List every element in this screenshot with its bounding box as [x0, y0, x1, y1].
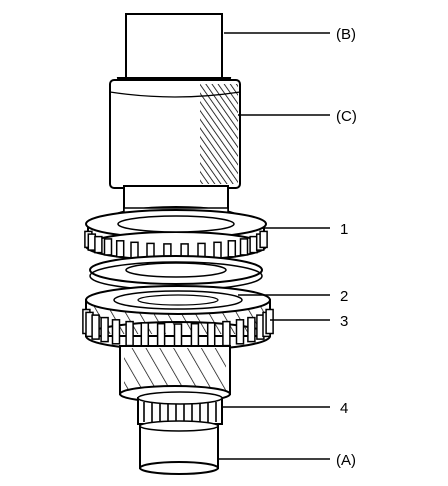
label-3: 3 [340, 313, 348, 330]
gear-3-tooth [190, 322, 200, 349]
gear-1-tooth [259, 230, 268, 249]
label-C: (C) [336, 108, 357, 125]
gear-3-tooth [156, 322, 166, 349]
label-2: 2 [340, 288, 348, 305]
installer-tool [109, 79, 241, 211]
thrust-washer-2 [89, 255, 263, 291]
gear-3-tooth [100, 316, 109, 343]
gear-1-tooth [103, 238, 113, 256]
gear-3-tooth [173, 323, 183, 349]
gear-1-tooth [227, 240, 237, 258]
gear-3-tooth [222, 320, 231, 347]
label-4: 4 [340, 400, 348, 417]
leader-lines [218, 32, 330, 460]
label-A: (A) [336, 452, 356, 469]
gear-1-tooth [213, 241, 222, 260]
gear-1-tooth [115, 240, 125, 258]
gear-3-tooth [265, 308, 274, 335]
gear-1-tooth [130, 241, 139, 260]
support-block [139, 420, 219, 475]
gear-3-tooth [247, 316, 256, 343]
gear-3 [82, 285, 274, 351]
gear-1-tooth [239, 238, 249, 256]
gear-3-tooth [91, 314, 100, 340]
press-ram [116, 13, 232, 91]
gear-1-tooth [94, 235, 103, 254]
label-B: (B) [336, 26, 356, 43]
bearing-4 [137, 391, 223, 425]
label-1: 1 [340, 221, 348, 238]
gear-3-tooth [235, 319, 245, 345]
gear-3-tooth [125, 320, 134, 347]
gear-3-tooth [206, 322, 216, 348]
gear-1 [84, 209, 268, 261]
gear-3-tooth [140, 322, 150, 348]
gear-3-tooth [111, 319, 121, 345]
